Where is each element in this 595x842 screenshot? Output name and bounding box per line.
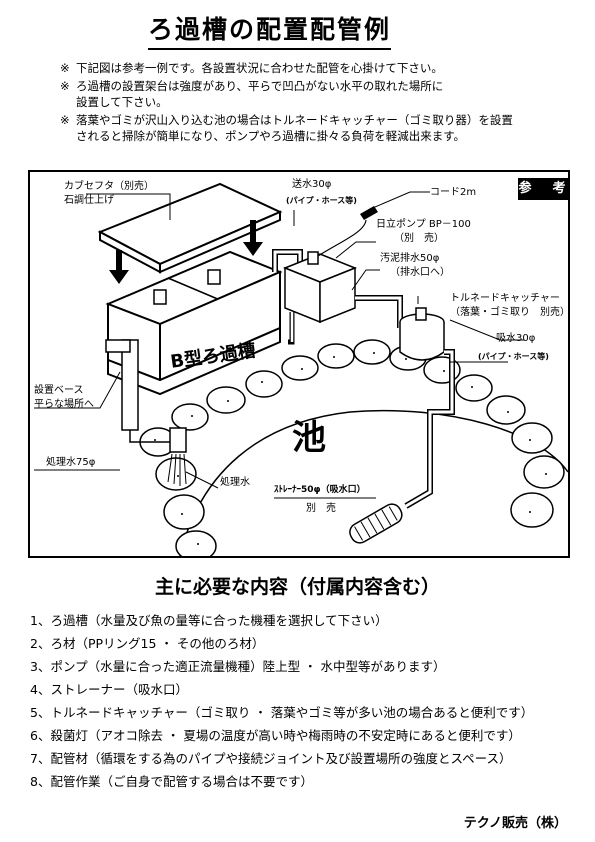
strainer-label: ｽﾄﾚｰﾅｰ50φ（吸水口） (274, 485, 366, 495)
note-mark: ※ (60, 61, 70, 75)
tank-base (107, 326, 281, 396)
tornado-sub-label: （落葉・ゴミ取り 別売） (450, 307, 570, 318)
list-item: 3、ポンプ（水量に合った適正流量機種）陸上型 ・ 水中型等があります） (30, 659, 446, 674)
pump-label: 日立ポンプ BP－100 (376, 219, 471, 230)
cord-label: コード2m (430, 187, 477, 198)
list-item: 7、配管材（循環をする為のパイプや接続ジョイント及び設置場所の強度とスペース） (30, 751, 512, 766)
list-item: 6、殺菌灯（アオコ除去 ・ 夏場の温度が高い時や梅雨時の不安定時にあると便利です… (30, 728, 521, 743)
feed-label: 送水30φ (292, 179, 332, 190)
note-mark: ※ (60, 79, 70, 93)
pump-sub-label: （別 売） (394, 233, 444, 244)
strainer (349, 503, 403, 544)
leader-lines (34, 191, 524, 499)
intake-sub-label: (パイプ・ホース等) (478, 352, 549, 361)
pond-label: 池 (292, 418, 326, 458)
note-item: ※ 下記図は参考一例です。各設置状況に合わせた配管を心掛けて下さい。 (60, 60, 560, 76)
notes-list: ※ 下記図は参考一例です。各設置状況に合わせた配管を心掛けて下さい。 ※ ろ過槽… (60, 60, 560, 146)
plug-icon (360, 206, 378, 220)
sludge-label: 汚泥排水50φ (380, 253, 440, 264)
treated-water-label: 処理水 (220, 477, 250, 488)
contents-heading: 主に必要な内容（付属内容含む） (154, 576, 440, 598)
feed-sub-label: (パイプ・ホース等) (286, 196, 357, 205)
base-label: 設置ベース (34, 385, 84, 396)
list-item: 2、ろ材（PPリング15 ・ その他のろ材） (30, 636, 265, 651)
contents-list: 1、ろ過槽（水量及び魚の量等に合った機種を選択して下さい） 2、ろ材（PPリング… (0, 609, 595, 793)
page-title: ろ過槽の配置配管例 (148, 10, 392, 50)
pump-side (319, 266, 356, 324)
list-item: 5、トルネードキャッチャー（ゴミ取り ・ 落葉やゴミ等が多い池の場合あると便利で… (30, 705, 534, 720)
tornado-label: トルネードキャッチャー (450, 293, 560, 304)
tornado-catcher-body (399, 322, 445, 361)
note-item: ※ ろ過槽の設置架台は強度があり、平らで凹凸がない水平の取れた場所に 設置して下… (60, 78, 560, 110)
treated-water-pipe (121, 339, 139, 431)
note-text: 下記図は参考一例です。各設置状況に合わせた配管を心掛けて下さい。 (76, 61, 443, 75)
base-sub-label: 平らな場所へ (34, 399, 94, 410)
note-item: ※ 落葉やゴミが沢山入り込む池の場合はトルネードキャッチャー（ゴミ取り器）を設置… (60, 112, 560, 144)
intake-label: 吸水30φ (496, 333, 536, 344)
cord (317, 219, 367, 257)
intake-pipe (355, 295, 403, 328)
list-item: 8、配管作業（ご自身で配管する場合は不要です） (30, 774, 313, 789)
strainer-sub-label: 別 売 (306, 503, 336, 514)
down-arrow-icon (109, 220, 263, 284)
diagram-frame: 参 考 カブセフタ（別売） 石調仕上げ 送水30φ (パイプ・ホース等) コード… (28, 170, 570, 558)
list-item: 1、ろ過槽（水量及び魚の量等に合った機種を選択して下さい） (30, 613, 388, 628)
water-flow (167, 453, 187, 486)
required-contents: 主に必要な内容（付属内容含む） 1、ろ過槽（水量及び魚の量等に合った機種を選択し… (0, 572, 595, 793)
treated-pipe-label: 処理水75φ (46, 457, 96, 468)
cover-label: カブセフタ（別売） (64, 181, 154, 192)
stone-texture (154, 352, 547, 545)
note-text: ろ過槽の設置架台は強度があり、平らで凹凸がない水平の取れた場所に 設置して下さい… (76, 79, 444, 109)
list-item: 4、ストレーナー（吸水口） (30, 682, 188, 697)
sludge-sub-label: （排水口へ） (390, 267, 450, 278)
cover-finish-label: 石調仕上げ (64, 195, 114, 206)
note-text: 落葉やゴミが沢山入り込む池の場合はトルネードキャッチャー（ゴミ取り器）を設置 さ… (76, 113, 513, 143)
reference-badge: 参 考 (518, 178, 570, 200)
company-name: テクノ販売（株） (463, 816, 567, 831)
pond-diagram (34, 182, 568, 556)
note-mark: ※ (60, 113, 70, 127)
